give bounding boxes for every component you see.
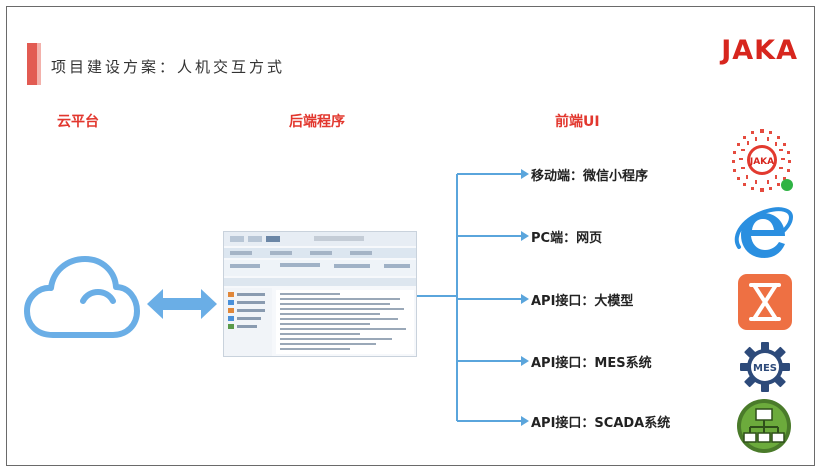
page-title: 项目建设方案：人机交互方式 (51, 58, 286, 76)
frontend-item-mes-api: API接口：MES系统 (531, 356, 652, 371)
backend-program-screenshot (223, 231, 417, 357)
connector-lines (417, 169, 529, 426)
frontend-item-scada-api: API接口：SCADA系统 (531, 416, 671, 431)
qr-center-logo-text: JAKA (749, 157, 774, 167)
slide: 项目建设方案：人机交互方式 JAKA 云平台 后端程序 前端UI (6, 6, 815, 466)
column-heading-frontend: 前端UI (555, 114, 600, 130)
mes-gear-icon: MES (740, 342, 790, 392)
title-accent-bar (27, 43, 37, 85)
title-accent-bar-light (37, 43, 41, 85)
column-heading-cloud: 云平台 (57, 114, 99, 130)
scada-network-icon (737, 399, 791, 453)
frontend-item-mobile: 移动端：微信小程序 (531, 169, 649, 184)
hourglass-app-icon (738, 274, 792, 330)
frontend-item-llm-api: API接口：大模型 (531, 294, 634, 309)
column-heading-backend: 后端程序 (289, 114, 345, 130)
bidirectional-arrow-icon (147, 289, 217, 319)
brand-logo: JAKA (721, 35, 798, 66)
mes-gear-label: MES (753, 363, 777, 374)
internet-explorer-icon (734, 207, 794, 258)
frontend-item-pc: PC端：网页 (531, 231, 603, 246)
wechat-miniprogram-qr-icon: JAKA (732, 129, 793, 192)
cloud-icon (24, 256, 140, 338)
backend-screenshot-graphic (224, 232, 416, 356)
